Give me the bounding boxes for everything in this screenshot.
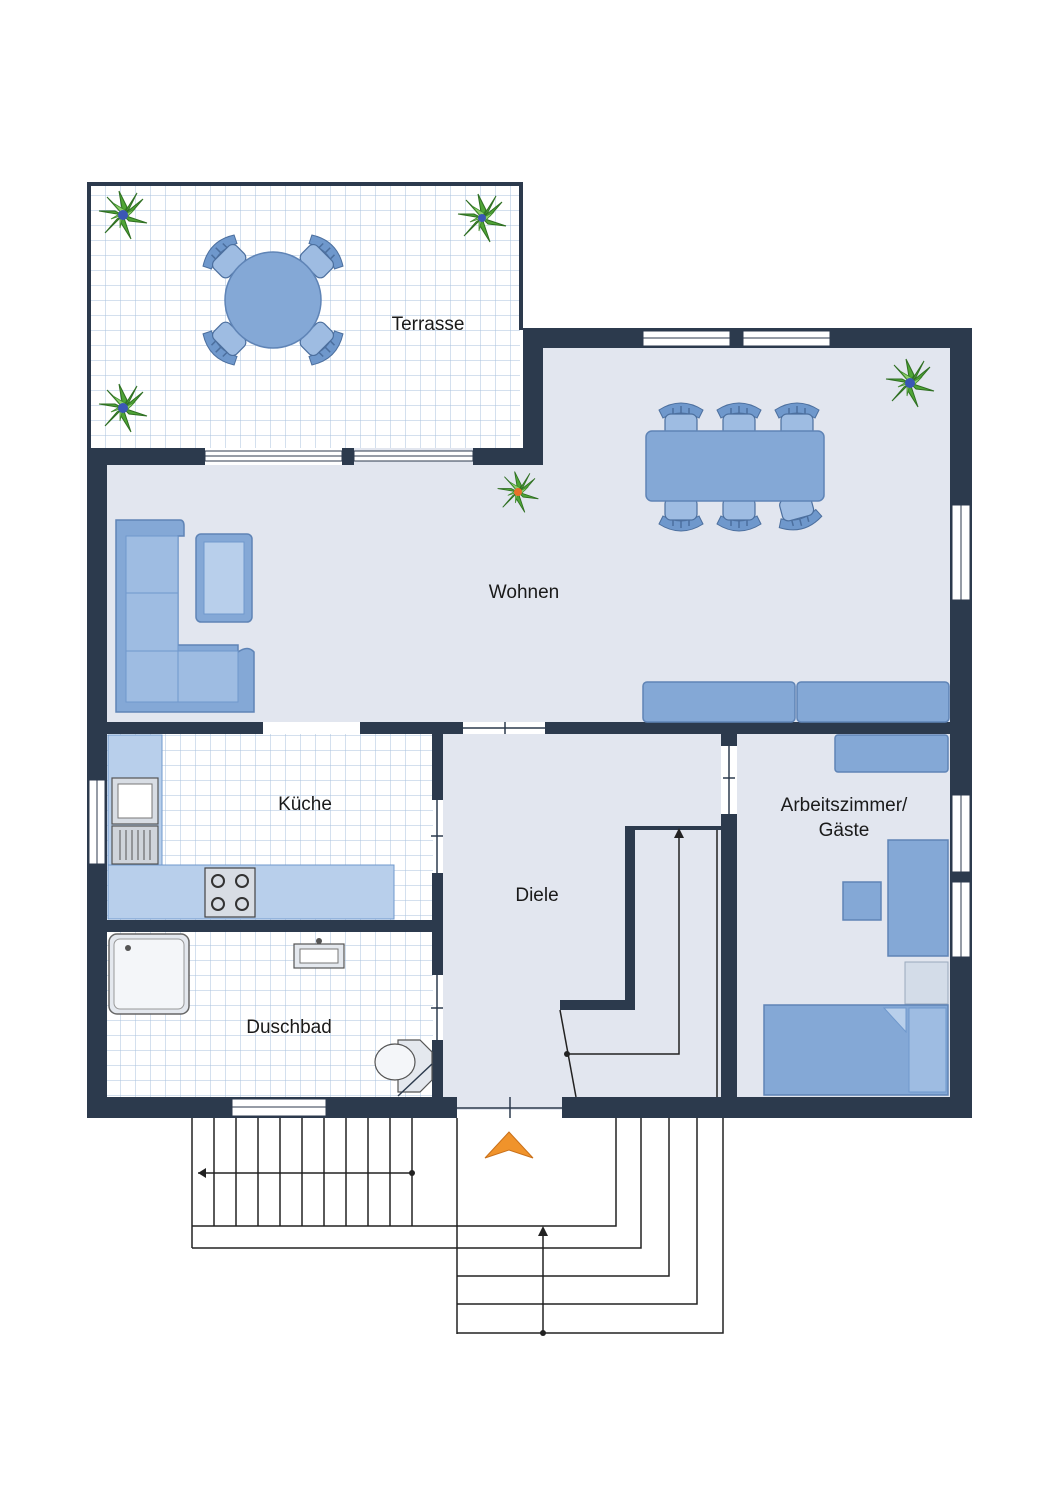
bed bbox=[763, 1004, 949, 1096]
plant-flowers bbox=[118, 210, 915, 496]
entry-arrow-icon bbox=[484, 1131, 534, 1159]
label-kueche: Küche bbox=[278, 794, 332, 815]
coffee-table bbox=[195, 533, 253, 623]
label-arbeitszimmer-line2: Gäste bbox=[819, 820, 870, 841]
exterior-steps-left bbox=[191, 1118, 458, 1334]
toilet-icon bbox=[374, 1039, 433, 1097]
terrace-dining-set bbox=[197, 229, 349, 371]
label-wohnen: Wohnen bbox=[489, 582, 559, 603]
oven-icon bbox=[111, 777, 159, 865]
label-terrasse: Terrasse bbox=[392, 314, 465, 335]
sideboard bbox=[642, 681, 950, 723]
door-markers bbox=[431, 722, 735, 1118]
label-diele: Diele bbox=[515, 885, 558, 906]
shower-icon bbox=[108, 933, 190, 1015]
cooktop-icon bbox=[204, 867, 256, 918]
corner-sofa bbox=[115, 519, 255, 713]
label-arbeitszimmer-line1: Arbeitszimmer/ bbox=[781, 795, 908, 816]
dining-table-set bbox=[645, 402, 825, 536]
diele-floor bbox=[443, 734, 721, 1110]
windows bbox=[88, 330, 971, 1117]
label-duschbad: Duschbad bbox=[246, 1017, 332, 1038]
sink-icon bbox=[293, 938, 345, 969]
desk-set bbox=[834, 734, 949, 1005]
